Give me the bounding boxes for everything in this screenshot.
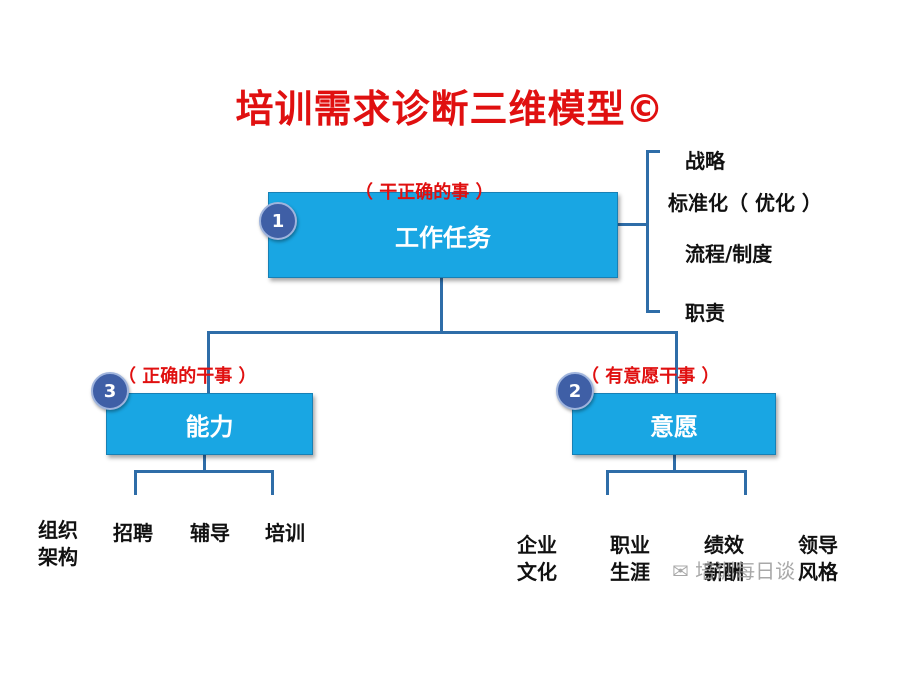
ability-item-org: 组织 架构 xyxy=(38,518,78,569)
branch-left-drop xyxy=(207,331,210,393)
page-title: 培训需求诊断三维模型© xyxy=(235,87,665,131)
watermark-text: 培训每日谈 xyxy=(695,559,796,583)
branch-horizontal xyxy=(207,331,677,334)
task-stem xyxy=(440,276,443,332)
willingness-note: （ 有意愿干事 ） xyxy=(581,366,720,387)
ability-note: （ 正确的干事 ） xyxy=(118,366,257,387)
ability-stem xyxy=(203,454,206,472)
watermark: ✉ 培训每日谈 xyxy=(672,555,795,584)
task-item-duty: 职责 xyxy=(685,301,725,325)
ability-tick-left xyxy=(134,470,137,495)
ability-item-recruit: 招聘 xyxy=(113,521,153,545)
ability-label: 能力 xyxy=(185,412,234,441)
bracket-connector xyxy=(617,223,647,226)
bracket-tick-1 xyxy=(646,150,660,153)
willingness-item-leadership: 领导 风格 xyxy=(798,533,838,584)
ability-box: 能力 xyxy=(106,393,313,455)
bracket-vertical xyxy=(646,150,649,313)
bracket-tick-4 xyxy=(646,310,660,313)
willingness-item-performance: 绩效 薪酬 xyxy=(704,533,744,584)
ability-item-training: 培训 xyxy=(265,521,305,545)
willingness-item-career: 职业 生涯 xyxy=(610,533,650,584)
task-label: 工作任务 xyxy=(395,223,491,252)
task-item-process: 流程/制度 xyxy=(685,242,773,266)
branch-right-drop xyxy=(675,331,678,393)
task-item-standardization: 标准化（ 优化 ） xyxy=(668,191,822,215)
willingness-item-culture: 企业 文化 xyxy=(517,533,557,584)
willingness-tick-left xyxy=(606,470,609,495)
task-note: （ 干正确的事 ） xyxy=(355,182,494,203)
ability-bar xyxy=(134,470,273,473)
willingness-box: 意愿 xyxy=(572,393,776,455)
wechat-icon: ✉ xyxy=(672,559,689,583)
willingness-bar xyxy=(606,470,746,473)
task-number-badge: 1 xyxy=(259,202,297,240)
ability-number-badge: 3 xyxy=(91,372,129,410)
willingness-stem xyxy=(673,454,676,472)
willingness-number-badge: 2 xyxy=(556,372,594,410)
willingness-label: 意愿 xyxy=(650,412,698,441)
willingness-tick-right xyxy=(744,470,747,495)
task-box: 工作任务 xyxy=(268,192,618,278)
ability-tick-right xyxy=(271,470,274,495)
task-item-strategy: 战略 xyxy=(685,149,725,173)
ability-item-coach: 辅导 xyxy=(190,521,230,545)
